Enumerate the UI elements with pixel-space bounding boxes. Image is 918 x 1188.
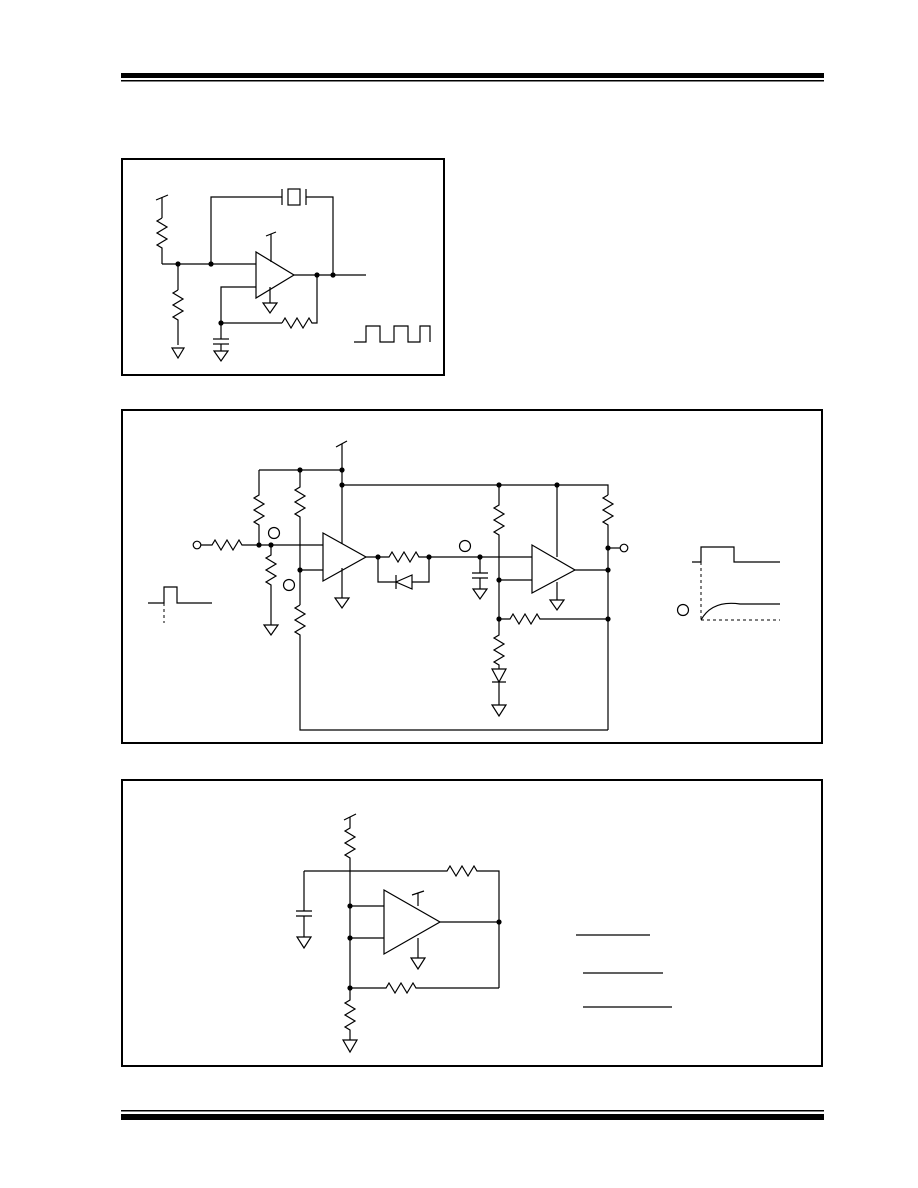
figure-window-comparator: [121, 779, 823, 1067]
footer-rule: [121, 1110, 824, 1120]
figure-oscillator: [121, 158, 445, 376]
figure-pulse-stretcher: [121, 409, 823, 744]
header-rule: [121, 73, 824, 82]
